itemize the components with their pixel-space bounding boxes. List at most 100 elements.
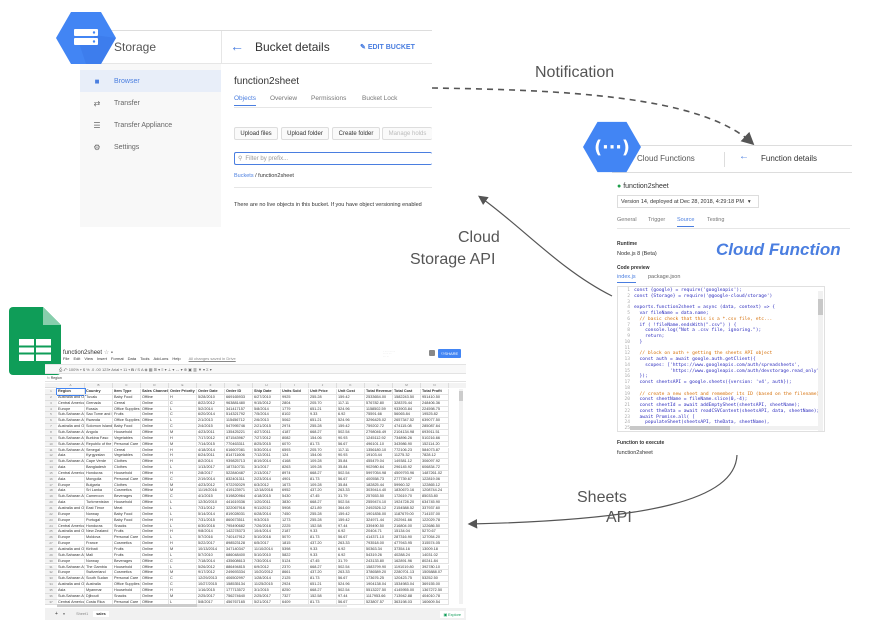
share-button[interactable]: ⚇ SHARE bbox=[438, 349, 461, 358]
table-cell[interactable]: H bbox=[169, 529, 197, 536]
table-cell[interactable]: Baby Food bbox=[113, 511, 141, 518]
table-cell[interactable]: 5/2/2014 bbox=[197, 406, 225, 413]
header-cell[interactable]: Order Priority bbox=[169, 389, 197, 395]
table-cell[interactable]: Online bbox=[141, 453, 169, 460]
table-cell[interactable]: 6.92 bbox=[337, 412, 365, 419]
table-cell[interactable]: Honduras bbox=[85, 470, 113, 477]
table-cell[interactable]: 2187 bbox=[281, 529, 309, 536]
table-cell[interactable]: 814711606 bbox=[225, 453, 253, 460]
table-cell[interactable]: 249693334 bbox=[225, 570, 253, 577]
table-cell[interactable]: 584073.87 bbox=[421, 447, 449, 454]
table-cell[interactable]: Europe bbox=[57, 541, 85, 547]
table-cell[interactable]: 154.06 bbox=[309, 453, 337, 460]
row-number[interactable]: 20 bbox=[45, 500, 57, 506]
table-cell[interactable]: 7/27/2012 bbox=[253, 435, 281, 442]
header-cell[interactable]: Order ID bbox=[225, 389, 253, 395]
table-cell[interactable]: 547995746 bbox=[225, 424, 253, 430]
horizontal-scrollbar[interactable] bbox=[630, 426, 818, 430]
table-cell[interactable]: Sub-Saharan Africa bbox=[57, 418, 85, 425]
table-cell[interactable]: 20404.71 bbox=[365, 529, 393, 536]
table-cell[interactable]: 474115.08 bbox=[393, 424, 421, 430]
table-cell[interactable]: 522840487 bbox=[225, 470, 253, 477]
menu-edit[interactable]: Edit bbox=[73, 356, 81, 361]
table-cell[interactable]: 502.54 bbox=[337, 429, 365, 436]
table-cell[interactable]: 364.69 bbox=[337, 506, 365, 512]
table-cell[interactable]: 122686.50 bbox=[421, 523, 449, 530]
table-cell[interactable]: 31.79 bbox=[337, 558, 365, 565]
table-cell[interactable]: 1901836.00 bbox=[365, 511, 393, 518]
table-cell[interactable]: 255.28 bbox=[309, 511, 337, 518]
table-cell[interactable]: Republic of the Congo bbox=[85, 441, 113, 448]
header-cell[interactable]: Units Sold bbox=[281, 389, 309, 395]
table-cell[interactable]: 2974 bbox=[281, 424, 309, 430]
header-cell[interactable]: Unit Cost bbox=[337, 389, 365, 395]
table-cell[interactable]: 1/16/2015 bbox=[197, 587, 225, 594]
table-cell[interactable]: 693911.51 bbox=[421, 429, 449, 436]
table-cell[interactable]: 756274640 bbox=[225, 593, 253, 600]
table-cell[interactable]: 1/28/2014 bbox=[253, 576, 281, 583]
table-cell[interactable]: 1815 bbox=[281, 541, 309, 547]
table-cell[interactable]: 243133.80 bbox=[365, 558, 393, 565]
table-cell[interactable]: Online bbox=[141, 400, 169, 407]
table-cell[interactable]: Online bbox=[141, 424, 169, 430]
table-cell[interactable]: 31.79 bbox=[337, 494, 365, 501]
table-cell[interactable]: 50363.34 bbox=[365, 546, 393, 553]
table-cell[interactable]: 392780.10 bbox=[421, 564, 449, 571]
table-cell[interactable]: 524.96 bbox=[337, 582, 365, 588]
table-cell[interactable]: 4/23/2012 bbox=[197, 482, 225, 489]
tab-source[interactable]: Source bbox=[677, 217, 695, 227]
table-cell[interactable]: Household bbox=[113, 587, 141, 594]
table-cell[interactable]: 6/27/2010 bbox=[253, 394, 281, 401]
header-cell[interactable]: Sales Channel bbox=[141, 389, 169, 395]
table-cell[interactable]: 6/28/2014 bbox=[253, 511, 281, 518]
table-cell[interactable]: Online bbox=[141, 447, 169, 454]
table-cell[interactable]: 400558.73 bbox=[365, 476, 393, 483]
table-cell[interactable]: M bbox=[169, 482, 197, 489]
table-cell[interactable]: 1534983.04 bbox=[393, 582, 421, 588]
row-number[interactable]: 19 bbox=[45, 494, 57, 501]
tab-general[interactable]: General bbox=[617, 217, 637, 223]
table-cell[interactable]: Sub-Saharan Africa bbox=[57, 412, 85, 419]
table-cell[interactable]: Offline bbox=[141, 558, 169, 565]
table-cell[interactable]: Clothes bbox=[113, 465, 141, 471]
table-cell[interactable]: 75591.66 bbox=[365, 412, 393, 419]
table-cell[interactable]: Personal Care bbox=[113, 576, 141, 583]
column-header[interactable]: B bbox=[85, 383, 113, 388]
table-cell[interactable]: 2280701.13 bbox=[393, 570, 421, 577]
table-cell[interactable]: 56.67 bbox=[337, 441, 365, 448]
table-cell[interactable]: Australia and Oceania bbox=[57, 506, 85, 512]
table-cell[interactable]: Beverages bbox=[113, 558, 141, 565]
table-cell[interactable]: C bbox=[169, 558, 197, 565]
table-cell[interactable]: Australia bbox=[85, 582, 113, 588]
table-cell[interactable]: 3/1/2015 bbox=[253, 587, 281, 594]
table-cell[interactable]: 322067916 bbox=[225, 506, 253, 512]
table-cell[interactable]: 437.20 bbox=[309, 570, 337, 577]
table-cell[interactable]: 1208744.24 bbox=[421, 488, 449, 495]
table-cell[interactable]: France bbox=[85, 541, 113, 547]
table-cell[interactable]: Grenada bbox=[85, 400, 113, 407]
row-number[interactable]: 18 bbox=[45, 488, 57, 495]
table-cell[interactable]: 502.54 bbox=[337, 500, 365, 506]
table-cell[interactable]: 1367272.50 bbox=[421, 587, 449, 594]
table-cell[interactable]: 4/18/2014 bbox=[197, 447, 225, 454]
table-cell[interactable]: 5/14/2014 bbox=[197, 511, 225, 518]
row-number[interactable]: 37 bbox=[45, 599, 57, 606]
row-number[interactable]: 15 bbox=[45, 470, 57, 477]
star-icon[interactable]: ☆ bbox=[103, 350, 110, 356]
table-cell[interactable]: 5398 bbox=[281, 546, 309, 553]
table-cell[interactable]: 5062 bbox=[281, 418, 309, 425]
table-cell[interactable]: Online bbox=[141, 541, 169, 547]
table-cell[interactable]: 1487261.02 bbox=[421, 470, 449, 477]
table-cell[interactable]: C bbox=[169, 476, 197, 483]
table-cell[interactable]: 296145.92 bbox=[393, 465, 421, 471]
table-cell[interactable]: 2104134.98 bbox=[393, 429, 421, 436]
table-cell[interactable]: 502.54 bbox=[337, 587, 365, 594]
table-cell[interactable]: 4509793.96 bbox=[393, 470, 421, 477]
table-cell[interactable]: Europe bbox=[57, 535, 85, 542]
table-cell[interactable]: 886494815 bbox=[225, 564, 253, 571]
table-cell[interactable]: 421.89 bbox=[309, 506, 337, 512]
table-cell[interactable]: 255.28 bbox=[309, 424, 337, 430]
table-cell[interactable]: 13009.18 bbox=[421, 546, 449, 553]
table-cell[interactable]: Australia and Oceania bbox=[57, 424, 85, 430]
